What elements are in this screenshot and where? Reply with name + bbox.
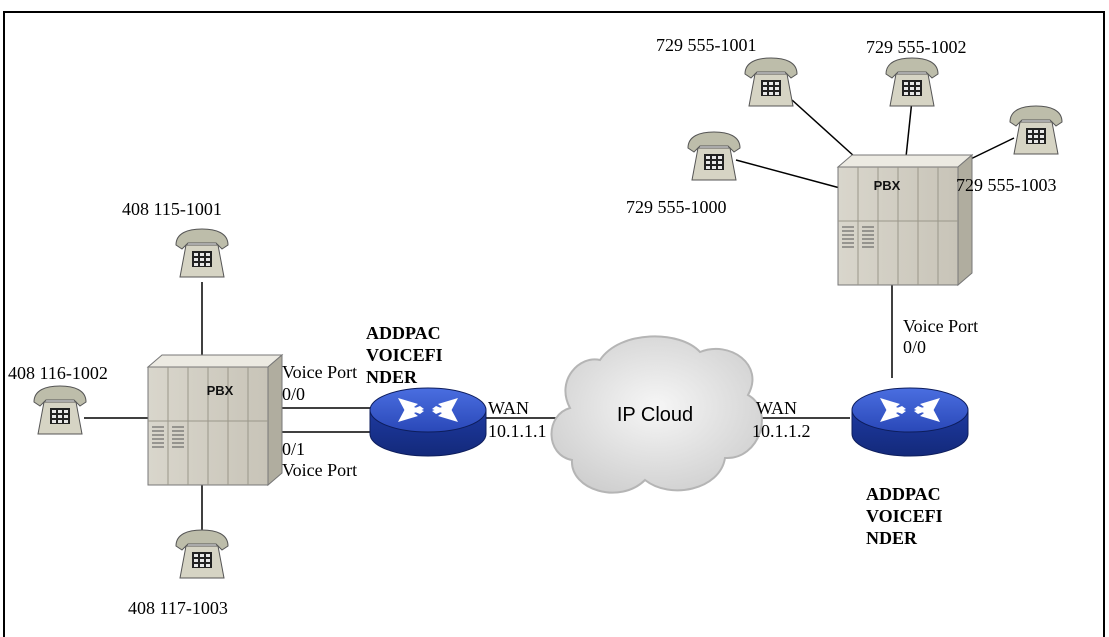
- wan-ip-left: 10.1.1.1: [488, 421, 547, 441]
- router-right-label-2: VOICEFI: [866, 506, 943, 526]
- phone-label-729-555-1002: 729 555-1002: [866, 37, 967, 57]
- phone-label-729-555-1001: 729 555-1001: [656, 35, 757, 55]
- router-left-label-3: NDER: [366, 367, 418, 387]
- router-right-label-3: NDER: [866, 528, 918, 548]
- router-left-label-1: ADDPAC: [366, 323, 441, 343]
- phone-icon-408-117-1003: [175, 529, 229, 579]
- pbx-right: PBX: [837, 154, 973, 286]
- ip-cloud-label: IP Cloud: [617, 404, 693, 426]
- voice-port-label-right: Voice Port: [903, 316, 978, 336]
- phone-icon-408-116-1002: [33, 385, 87, 435]
- phone-icon-408-115-1001: [175, 228, 229, 278]
- wan-label-left: WAN: [488, 398, 529, 418]
- router-right-label: ADDPAC VOICEFI NDER: [866, 484, 943, 548]
- phone-icon-729-555-1003: [1009, 105, 1063, 155]
- phone-icon-729-555-1001: [744, 57, 798, 107]
- ip-cloud: IP Cloud: [550, 335, 763, 494]
- voice-port-number-left-1: 0/1: [282, 439, 305, 459]
- router-left-label: ADDPAC VOICEFI NDER: [366, 323, 443, 387]
- router-left-label-2: VOICEFI: [366, 345, 443, 365]
- phone-label-left-mid: 408 116-1002: [8, 363, 108, 383]
- pbx-left: PBX: [147, 354, 283, 486]
- phone-label-729-555-1003: 729 555-1003: [956, 175, 1057, 195]
- pbx-left-label: PBX: [207, 383, 234, 398]
- voice-port-number-left-0: 0/0: [282, 384, 305, 404]
- router-left: [369, 387, 487, 457]
- phone-icon-729-555-1000: [687, 131, 741, 181]
- voice-port-label-left-0: Voice Port: [282, 362, 357, 382]
- voice-port-label-left-1: Voice Port: [282, 460, 357, 480]
- pbx-right-label: PBX: [874, 178, 901, 193]
- phone-label-left-bottom: 408 117-1003: [128, 598, 228, 618]
- phone-label-729-555-1000: 729 555-1000: [626, 197, 727, 217]
- voice-port-number-right: 0/0: [903, 337, 926, 357]
- wan-label-right: WAN: [756, 398, 797, 418]
- diagram-frame: [3, 11, 1105, 637]
- phone-icon-729-555-1002: [885, 57, 939, 107]
- router-right: [851, 387, 969, 457]
- router-right-label-1: ADDPAC: [866, 484, 941, 504]
- wan-ip-right: 10.1.1.2: [752, 421, 811, 441]
- phone-label-left-top: 408 115-1001: [122, 199, 222, 219]
